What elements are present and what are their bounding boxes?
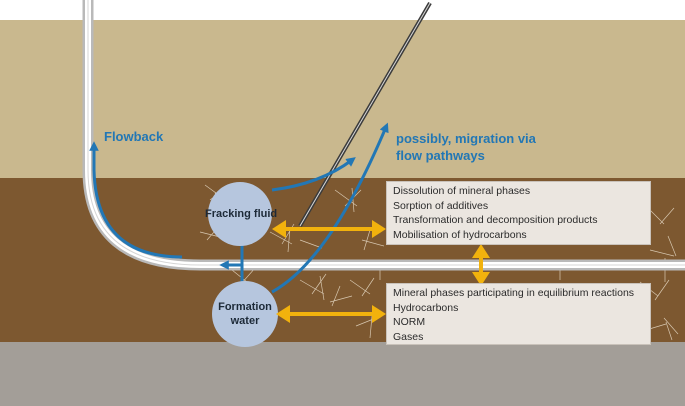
formation-water-label-line1: Formation — [218, 301, 272, 313]
migration-label-line1: possibly, migration via — [396, 131, 536, 146]
upper-box-line: Mobilisation of hydrocarbons — [393, 228, 527, 241]
exchange-arrow-lower — [276, 305, 386, 323]
formation-water-label-line2: water — [230, 315, 260, 327]
upper-reactions-box: Dissolution of mineral phases Sorption o… — [386, 181, 651, 245]
upper-box-line: Transformation and decomposition product… — [393, 214, 598, 226]
exchange-arrow-upper — [272, 220, 386, 238]
lower-box-line: NORM — [393, 316, 426, 328]
lower-box-line: Mineral phases participating in equilibr… — [393, 287, 635, 299]
migration-label-line2: flow pathways — [396, 148, 485, 163]
fracking-fluid-circle — [208, 182, 272, 246]
fracking-fluid-label: Fracking fluid — [205, 208, 278, 220]
main-wellbore — [82, 0, 685, 271]
lower-reactions-box: Mineral phases participating in equilibr… — [386, 283, 651, 345]
flowback-label: Flowback — [104, 129, 164, 144]
lower-rock-layer — [0, 342, 685, 406]
flowback-arrow — [89, 141, 183, 259]
formation-water-circle — [212, 281, 278, 347]
upper-box-line: Dissolution of mineral phases — [393, 185, 531, 197]
migration-arrow-fracking — [271, 157, 356, 192]
upper-box-line: Sorption of additives — [393, 199, 489, 212]
exchange-arrow-vertical — [472, 244, 490, 286]
lower-box-line: Gases — [393, 330, 424, 343]
lower-box-line: Hydrocarbons — [393, 301, 459, 314]
sky-layer — [0, 0, 685, 20]
migration-arrow-formation — [271, 122, 389, 294]
